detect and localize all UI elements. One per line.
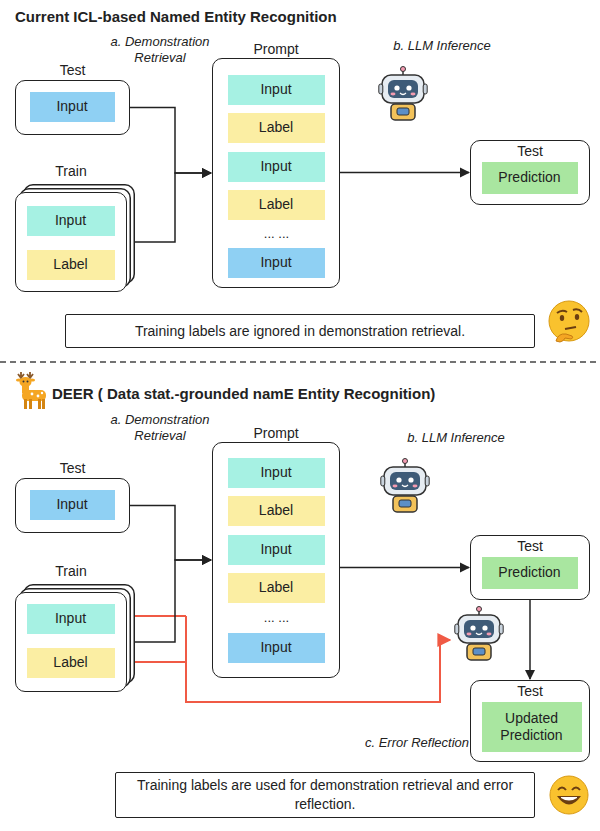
box-heading: Train — [16, 163, 126, 179]
flow-arrow — [340, 172, 469, 174]
input-cell: Input — [228, 75, 325, 105]
input-cell: Input — [228, 248, 325, 278]
ellipsis-mark: ... ... — [228, 226, 325, 242]
prediction-cell: Updated Prediction — [482, 702, 582, 752]
label-cell: Label — [228, 113, 325, 143]
input-cell: Input — [30, 490, 115, 520]
cell-text: Input — [260, 541, 291, 558]
cell-text: Updated Prediction — [486, 710, 578, 744]
input-cell: Input — [27, 604, 115, 634]
group-box: TestPrediction — [470, 535, 590, 600]
group-box: PromptInputLabelInputLabelInput — [212, 58, 340, 288]
label-cell: Label — [228, 573, 325, 603]
flow-arrow — [130, 506, 211, 561]
cell-text: Input — [56, 98, 87, 115]
note-box: Training labels are used for demonstrati… — [115, 772, 535, 818]
smile-emoji — [550, 776, 588, 814]
box-heading: Train — [16, 563, 126, 579]
stacked-set-box: TrainInputLabel — [15, 192, 127, 292]
deer-icon — [16, 372, 46, 409]
cell-text: Label — [259, 119, 293, 136]
group-box: TestInput — [15, 478, 130, 533]
box-heading: Test — [16, 460, 129, 476]
label-cell: Label — [27, 648, 115, 678]
group-box: TestInput — [15, 80, 130, 135]
input-cell: Input — [228, 535, 325, 565]
group-box: PromptInputLabelInputLabelInput — [212, 442, 340, 678]
cell-text: Input — [56, 496, 87, 513]
ellipsis-mark: ... ... — [228, 610, 325, 626]
cell-text: Label — [259, 579, 293, 596]
box-heading: Test — [471, 538, 589, 554]
robot-icon — [381, 459, 429, 513]
step-label: b. LLM Inference — [386, 430, 526, 446]
cell-text: Label — [53, 256, 87, 273]
stacked-set-box: TrainInputLabel — [15, 592, 127, 692]
cell-text: Input — [260, 81, 291, 98]
step-label: a. Demonstration Retrieval — [104, 34, 216, 67]
flow-arrow — [127, 560, 211, 642]
flow-arrow — [529, 600, 531, 679]
cell-text: Input — [55, 212, 86, 229]
cell-text: Prediction — [498, 169, 560, 186]
step-label: b. LLM Inference — [372, 38, 512, 54]
robot-icon — [455, 607, 503, 661]
robot-icon — [379, 67, 427, 121]
prediction-cell: Prediction — [482, 162, 578, 194]
note-text: Training labels are ignored in demonstra… — [135, 322, 465, 341]
note-text: Training labels are used for demonstrati… — [126, 776, 524, 814]
thinking-emoji — [549, 301, 589, 342]
cell-text: Input — [260, 254, 291, 271]
cell-text: Input — [260, 639, 291, 656]
box-heading: Prompt — [213, 41, 339, 57]
box-heading: Test — [16, 62, 129, 78]
flow-arrow — [130, 108, 211, 174]
input-cell: Input — [228, 152, 325, 182]
cell-text: Input — [260, 464, 291, 481]
prediction-cell: Prediction — [482, 557, 578, 589]
group-box: TestUpdated Prediction — [470, 680, 590, 762]
cell-text: Label — [259, 196, 293, 213]
cell-text: Prediction — [498, 564, 560, 581]
input-cell: Input — [228, 458, 325, 488]
box-heading: Test — [471, 143, 589, 159]
input-cell: Input — [228, 633, 325, 663]
cell-text: Input — [260, 158, 291, 175]
group-box: TestPrediction — [470, 140, 590, 205]
flow-arrow — [340, 567, 469, 569]
cell-text: Label — [259, 502, 293, 519]
panel-title: DEER ( Data stat.-grounded namE Entity R… — [52, 385, 552, 404]
label-cell: Label — [27, 250, 115, 280]
label-cell: Label — [228, 190, 325, 220]
box-heading: Prompt — [213, 425, 339, 441]
label-cell: Label — [228, 496, 325, 526]
input-cell: Input — [30, 92, 115, 122]
note-box: Training labels are ignored in demonstra… — [65, 314, 535, 348]
input-cell: Input — [27, 206, 115, 236]
cell-text: Label — [53, 654, 87, 671]
cell-text: Input — [55, 610, 86, 627]
box-heading: Test — [471, 683, 589, 699]
panel-title: Current ICL-based Named Entity Recogniti… — [15, 8, 445, 27]
step-label: a. Demonstration Retrieval — [104, 412, 216, 445]
step-label: c. Error Reflection — [352, 735, 482, 751]
separator-line — [0, 361, 600, 363]
flow-arrow — [127, 173, 211, 242]
